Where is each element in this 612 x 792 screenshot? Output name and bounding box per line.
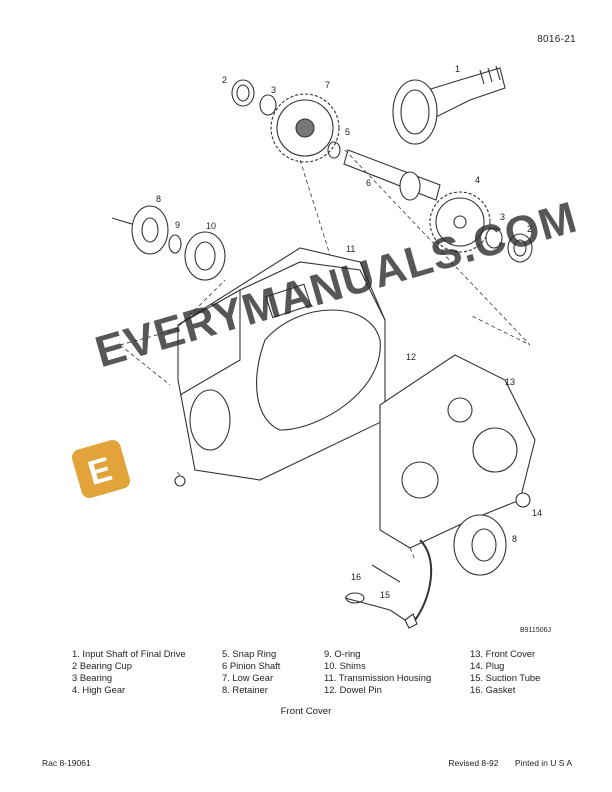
footer-doc-number: Rac 8-19061 bbox=[42, 758, 91, 768]
callout-11: 11 bbox=[346, 244, 355, 254]
footer-right: Revised 8-92 Pinted in U S A bbox=[434, 758, 572, 768]
snap-ring-part bbox=[327, 141, 341, 159]
exploded-view-diagram: 1 2 3 4 5 6 7 8 9 10 11 12 13 14 15 16 2… bbox=[111, 64, 542, 629]
figure-caption: Front Cover bbox=[280, 706, 332, 717]
legend-item: 16. Gasket bbox=[470, 684, 516, 695]
callout-2: 2 bbox=[222, 75, 227, 85]
retainer-part bbox=[111, 205, 169, 255]
footer-printed: Pinted in U S A bbox=[514, 758, 572, 768]
callout-4: 4 bbox=[475, 175, 480, 185]
callout-3: 3 bbox=[271, 85, 276, 95]
legend-column-3: 9. O-ring 10. Shims 11. Transmission Hou… bbox=[324, 648, 431, 696]
legend-item: 5. Snap Ring bbox=[222, 648, 277, 659]
input-shaft-part bbox=[392, 65, 506, 145]
bearing-part bbox=[259, 94, 277, 116]
callout-8: 8 bbox=[156, 194, 161, 204]
callout-7: 7 bbox=[325, 80, 330, 90]
callout-6: 6 bbox=[366, 178, 371, 188]
legend-column-4: 13. Front Cover 14. Plug 15. Suction Tub… bbox=[470, 648, 540, 696]
plug-part bbox=[515, 492, 531, 508]
callout-14: 14 bbox=[532, 508, 542, 518]
legend-item: 11. Transmission Housing bbox=[324, 672, 432, 683]
shims-part bbox=[184, 231, 226, 281]
callout-9: 9 bbox=[175, 220, 180, 230]
callout-1: 1 bbox=[455, 64, 460, 74]
legend-item: 4. High Gear bbox=[72, 684, 126, 695]
footer-revised: Revised 8-92 bbox=[448, 758, 499, 768]
callout-13: 13 bbox=[505, 377, 515, 387]
legend-item: 3 Bearing bbox=[72, 672, 113, 683]
callout-12: 12 bbox=[406, 352, 416, 362]
legend-item: 14. Plug bbox=[470, 660, 505, 671]
high-gear-part bbox=[429, 191, 491, 253]
callout-10: 10 bbox=[206, 221, 216, 231]
legend-column-2: 5. Snap Ring 6 Pinion Shaft 7. Low Gear … bbox=[222, 648, 280, 696]
transmission-housing-part bbox=[177, 247, 386, 481]
legend-item: 9. O-ring bbox=[324, 648, 361, 659]
figure-code: B911506J bbox=[520, 627, 552, 634]
legend-item: 13. Front Cover bbox=[470, 648, 536, 659]
callout-16: 16 bbox=[351, 572, 361, 582]
legend-item: 8. Retainer bbox=[222, 684, 268, 695]
legend-column-1: 1. Input Shaft of Final Drive 2 Bearing … bbox=[72, 648, 186, 696]
legend-item: 10. Shims bbox=[324, 660, 366, 671]
legend-item: 12. Dowel Pin bbox=[324, 684, 382, 695]
callout-8b: 8 bbox=[512, 534, 517, 544]
callout-3b: 3 bbox=[500, 212, 505, 222]
gasket-part bbox=[345, 592, 365, 604]
callout-5: 5 bbox=[345, 127, 350, 137]
page-code: 8016-21 bbox=[537, 34, 576, 45]
legend-item: 7. Low Gear bbox=[222, 672, 274, 683]
low-gear-part bbox=[270, 93, 340, 163]
callout-15: 15 bbox=[380, 590, 390, 600]
parts-legend: 1. Input Shaft of Final Drive 2 Bearing … bbox=[72, 648, 572, 700]
bearing-cup-part bbox=[231, 79, 255, 107]
legend-item: 6 Pinion Shaft bbox=[222, 660, 281, 671]
pinion-shaft-part bbox=[343, 149, 441, 201]
legend-item: 1. Input Shaft of Final Drive bbox=[72, 648, 186, 659]
callout-2b: 2 bbox=[527, 224, 532, 234]
legend-item: 15. Suction Tube bbox=[470, 672, 541, 683]
legend-item: 2 Bearing Cup bbox=[72, 660, 132, 671]
